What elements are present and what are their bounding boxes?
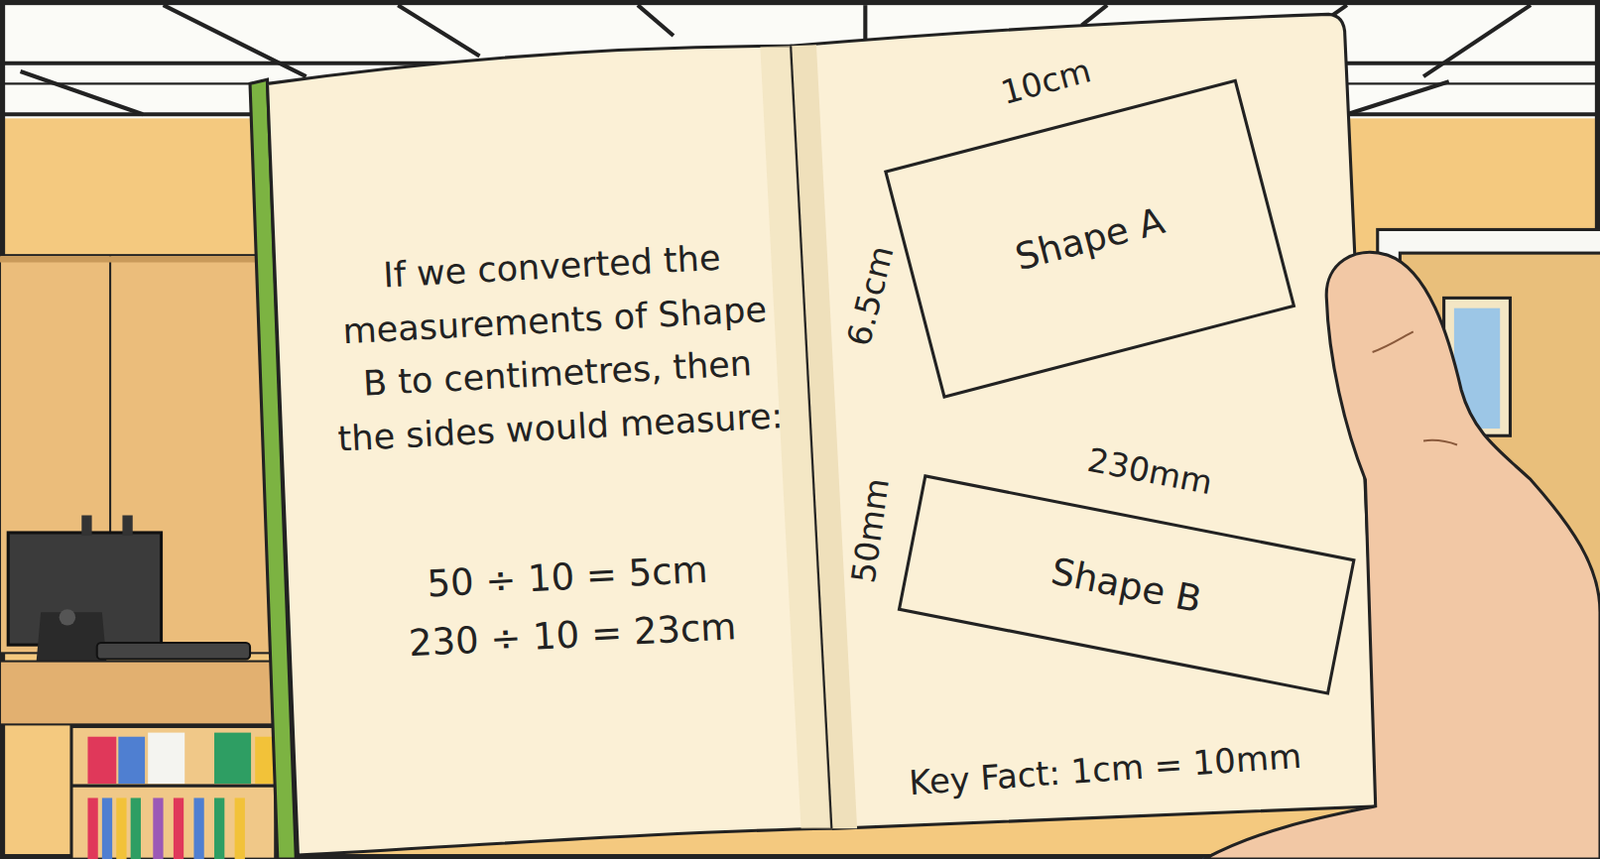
keyboard (97, 642, 250, 659)
book (130, 797, 141, 859)
book (214, 797, 225, 859)
shelf-board (71, 784, 276, 788)
ceiling-line (862, 4, 867, 41)
cupboards (0, 254, 271, 653)
shape-name: Shape B (1047, 549, 1205, 620)
book (173, 797, 184, 859)
shape-name: Shape A (1010, 199, 1169, 278)
cupboard-line (0, 255, 271, 262)
book (254, 737, 274, 784)
monitor-part (122, 514, 132, 536)
notebook (249, 13, 1388, 859)
bookshelf (71, 726, 276, 859)
desk (0, 661, 276, 726)
shelf (71, 726, 276, 859)
cupboard (0, 254, 271, 653)
book (118, 737, 145, 784)
right-page (790, 13, 1380, 829)
book (193, 797, 204, 859)
book (147, 733, 185, 784)
book (102, 797, 113, 859)
book (87, 737, 117, 784)
ceiling-line (163, 4, 307, 77)
ceiling-line (637, 4, 674, 36)
thumb-crease (1372, 331, 1414, 353)
computer (7, 514, 250, 668)
note-text: If we converted the measurements of Shap… (326, 228, 786, 467)
spine-line (790, 45, 832, 829)
ceiling-line (1347, 81, 1450, 115)
monitor-knob (59, 609, 76, 625)
monitor-part (81, 514, 92, 536)
ceiling-line (20, 71, 143, 115)
book (152, 797, 163, 859)
ceiling-line (1423, 4, 1531, 77)
book (87, 797, 98, 859)
book (116, 797, 126, 859)
book (235, 797, 246, 859)
book (214, 733, 251, 784)
thumb-crease (1423, 440, 1458, 446)
left-page (267, 45, 833, 856)
ceiling-line (1081, 4, 1108, 26)
ceiling-line (397, 4, 480, 56)
